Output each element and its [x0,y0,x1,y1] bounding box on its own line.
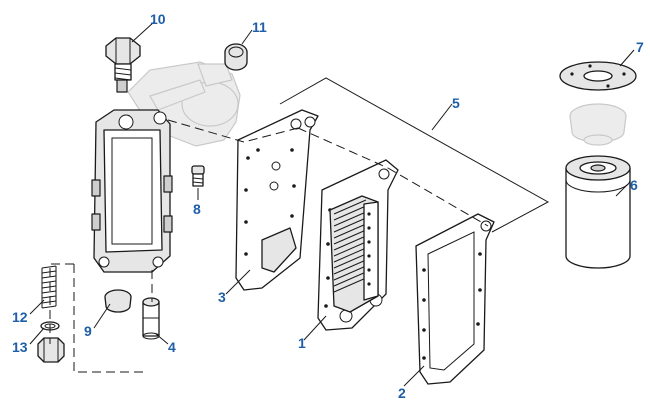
part-cooler-gasket-inner [235,109,319,291]
callout-1: 1 [298,335,306,351]
callout-8: 8 [193,201,201,217]
part-regulator-plug [105,37,141,93]
part-cooler-gasket-outer [415,213,495,385]
callout-6: 6 [630,177,638,193]
cooler-housing [91,61,241,273]
part-cup-plug [224,43,248,71]
part-small-plug [191,165,205,187]
callout-11: 11 [252,19,267,35]
filter-adapter [569,103,627,146]
part-oil-cooler-element [317,159,399,331]
part-dowel-sleeve [142,297,160,340]
callout-3: 3 [218,289,226,305]
part-filter-head-gasket [559,61,637,91]
cooler-fin-stack [329,195,379,313]
callout-4: 4 [168,339,176,355]
callout-9: 9 [84,323,92,339]
callout-labels: 10 11 8 9 4 12 13 3 1 2 5 6 7 [12,11,644,401]
gasket-kit-bracket [49,77,550,373]
leader-lines [29,21,635,387]
part-oil-filter [565,155,631,269]
part-regulator-spring [41,265,57,309]
callout-13: 13 [12,339,28,355]
callout-2: 2 [398,385,406,401]
callout-10: 10 [150,11,166,27]
part-expansion-plug [104,289,132,313]
callout-12: 12 [12,309,28,325]
callout-5: 5 [452,95,460,111]
part-hex-plug [37,337,65,363]
callout-7: 7 [636,39,644,55]
